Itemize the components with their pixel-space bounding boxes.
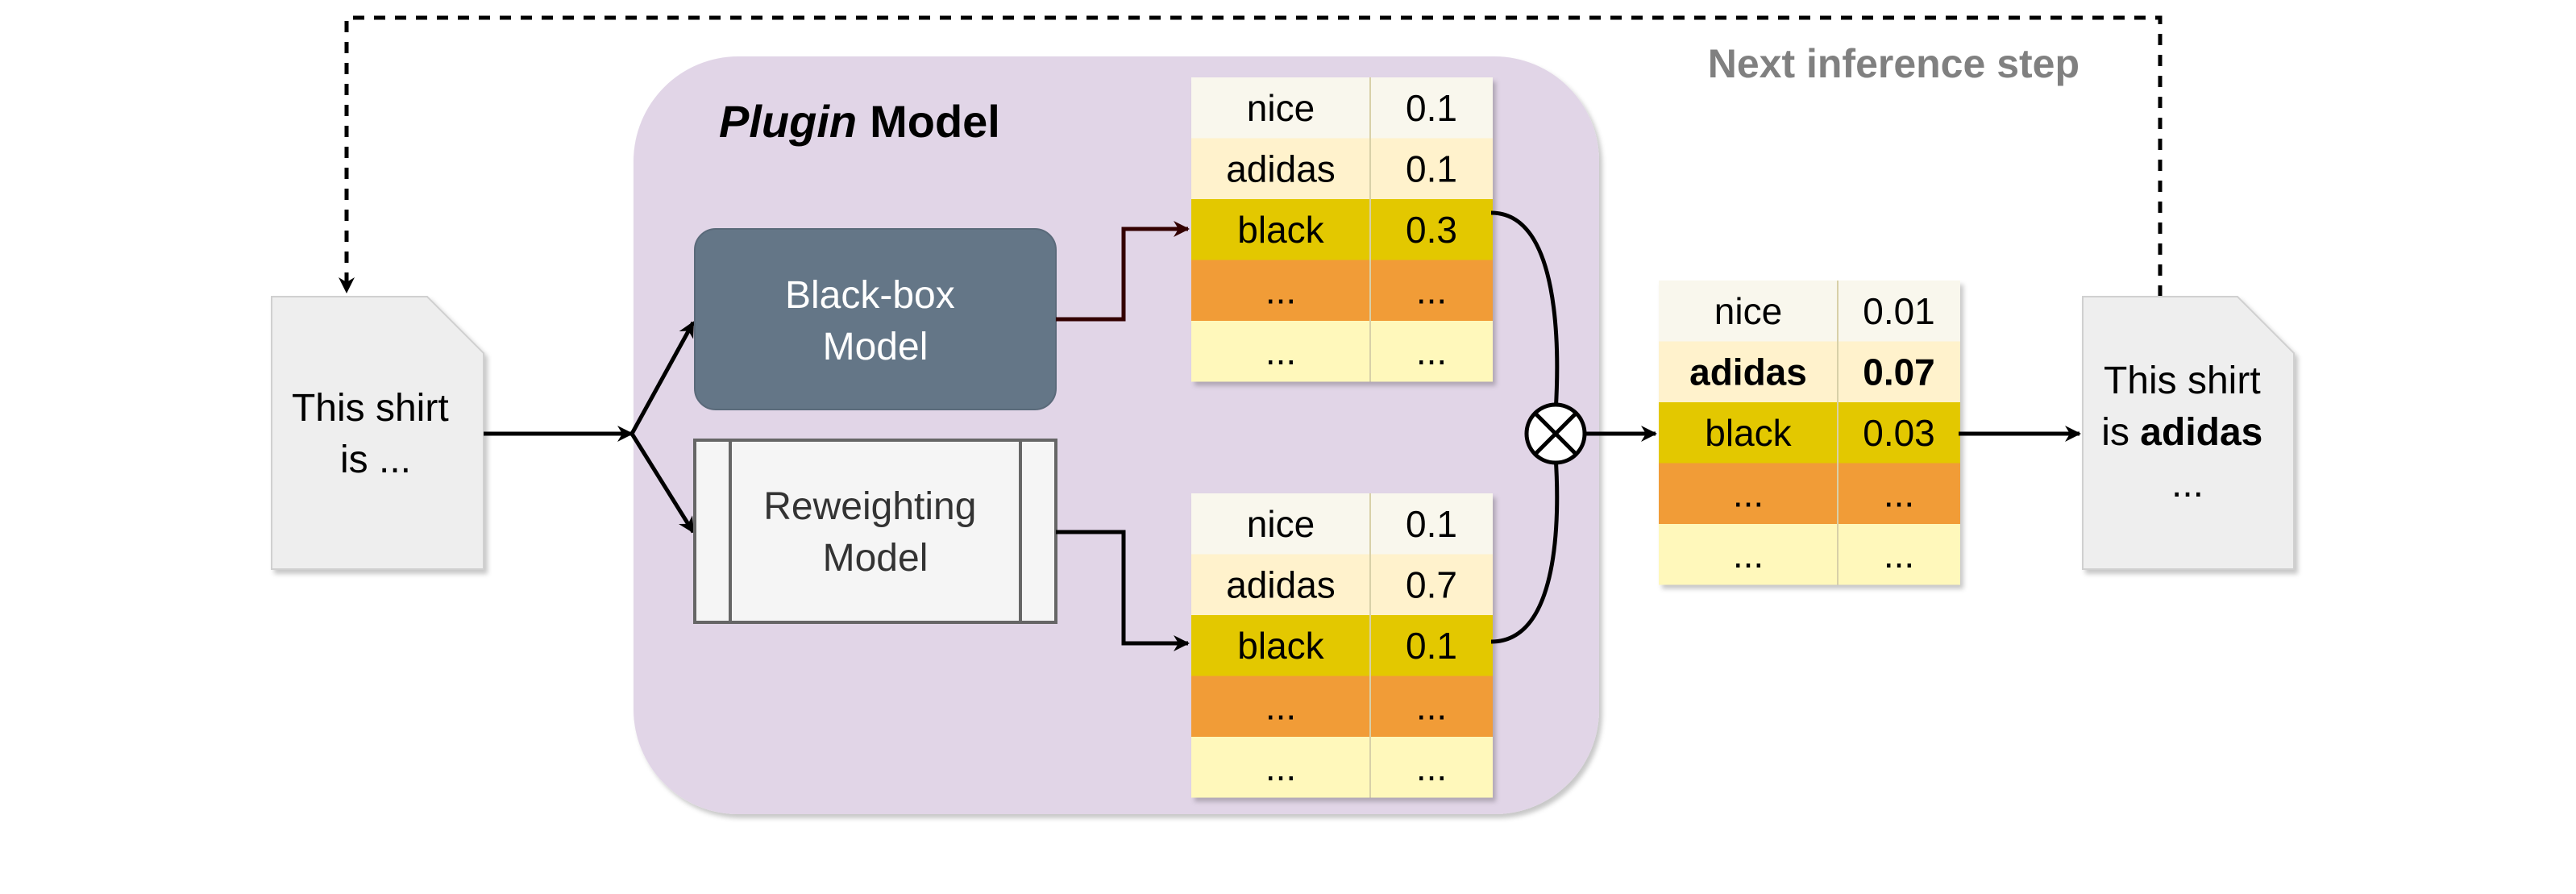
blackbox-label-line2: Model (823, 326, 929, 368)
blackbox-to-multiply-curve (1490, 210, 1560, 414)
reweighting-probability-table: nice 0.1 adidas 0.7 black 0.1............ (1191, 493, 1493, 798)
reweighting-to-multiply-curve (1490, 455, 1560, 644)
token-cell: ... (1265, 331, 1296, 372)
blackbox-model-label: Black-box Model (785, 274, 966, 368)
table-row-background (1191, 493, 1493, 555)
output-document-text: This shirt is adidas ... (2101, 360, 2273, 505)
output-doc-line1: This shirt (2104, 360, 2261, 402)
input-doc-line1: This shirt (292, 387, 449, 430)
output-doc-line2-bold: adidas (2140, 411, 2262, 454)
probability-cell: ... (1416, 331, 1447, 372)
blackbox-model-box (694, 228, 1057, 410)
table-row-background (1659, 463, 1960, 524)
reweighting-label-line2: Model (823, 537, 929, 580)
table-row-background (1191, 676, 1493, 737)
probability-cell: 0.03 (1863, 412, 1935, 454)
table-row-background (1191, 554, 1493, 615)
table-row-background (1659, 402, 1960, 464)
circled-times-icon (1524, 402, 1587, 465)
input-document-shape (271, 296, 484, 570)
token-cell: ... (1733, 472, 1764, 514)
combined-probability-table: nice 0.01 adidas 0.07 black 0.03............ (1659, 281, 1960, 585)
table-row-dots2: ...... (1659, 524, 1960, 585)
output-doc-line2: is adidas (2101, 411, 2262, 454)
token-cell: nice (1714, 290, 1782, 332)
table-row-dots1: ...... (1659, 463, 1960, 524)
reweighting-model-label: Reweighting Model (763, 485, 987, 580)
probability-cell: ... (1884, 534, 1914, 576)
token-cell: ... (1265, 269, 1296, 311)
table-row-black: black 0.3 (1191, 199, 1493, 260)
probability-cell: 0.1 (1406, 503, 1457, 545)
token-cell: black (1705, 412, 1792, 454)
output-doc-line2-prefix: is (2101, 411, 2140, 454)
blackbox-label-line1: Black-box (785, 274, 955, 317)
output-doc-line3: ... (2171, 463, 2204, 505)
next-inference-step-label: Next inference step (1708, 41, 2079, 86)
table-row-background (1659, 341, 1960, 402)
next-inference-loop-arrow (339, 15, 2163, 297)
table-row-background (1191, 199, 1493, 260)
probability-cell: ... (1884, 472, 1914, 514)
reweighting-label-line1: Reweighting (763, 485, 976, 528)
plugin-title-rest: Model (870, 96, 1000, 147)
table-row-dots2: ...... (1191, 737, 1493, 798)
input-document-text: This shirt is ... (292, 387, 459, 481)
probability-cell: ... (1416, 685, 1447, 727)
blackbox-to-table-arrow (1056, 221, 1190, 322)
token-cell: ... (1733, 534, 1764, 576)
table-row-black: black 0.1 (1191, 615, 1493, 676)
probability-cell: 0.07 (1863, 351, 1935, 393)
token-cell: black (1237, 625, 1324, 667)
table-row-black: black 0.03 (1659, 402, 1960, 464)
table-row-dots1: ...... (1191, 260, 1493, 321)
token-cell: adidas (1226, 563, 1336, 605)
plugin-model-title: Plugin Model (719, 96, 1000, 147)
table-row-background (1191, 615, 1493, 676)
token-cell: ... (1265, 685, 1296, 727)
table-row-background (1659, 281, 1960, 342)
table-row-adidas: adidas 0.07 (1659, 341, 1960, 402)
table-row-background (1191, 77, 1493, 139)
table-row-background (1191, 138, 1493, 199)
input-doc-line2: is ... (340, 439, 411, 481)
probability-cell: 0.1 (1406, 87, 1457, 129)
plugin-title-italic: Plugin (719, 96, 857, 147)
output-document-shape (2082, 296, 2295, 570)
split-to-reweighting-arrow (629, 432, 696, 534)
split-to-blackbox-arrow (629, 321, 696, 435)
probability-cell: 0.01 (1863, 290, 1935, 332)
token-cell: adidas (1689, 351, 1807, 393)
table-row-background (1191, 260, 1493, 321)
table-row-nice: nice 0.1 (1191, 77, 1493, 139)
table-row-nice: nice 0.01 (1659, 281, 1960, 342)
token-cell: ... (1265, 746, 1296, 788)
table-row-adidas: adidas 0.7 (1191, 554, 1493, 615)
table-row-background (1659, 524, 1960, 585)
table-row-dots2: ...... (1191, 321, 1493, 382)
probability-cell: ... (1416, 269, 1447, 311)
table-row-background (1191, 737, 1493, 798)
token-cell: adidas (1226, 148, 1336, 189)
token-cell: black (1237, 209, 1324, 251)
table-row-nice: nice 0.1 (1191, 493, 1493, 555)
probability-cell: 0.3 (1406, 209, 1457, 251)
table-row-adidas: adidas 0.1 (1191, 138, 1493, 199)
token-cell: nice (1247, 503, 1315, 545)
reweighting-model-box (693, 439, 1057, 624)
table-row-dots1: ...... (1191, 676, 1493, 737)
probability-cell: 0.7 (1406, 563, 1457, 605)
probability-cell: 0.1 (1406, 148, 1457, 189)
blackbox-probability-table: nice 0.1 adidas 0.1 black 0.3............ (1191, 77, 1493, 382)
table-row-background (1191, 321, 1493, 382)
reweighting-to-table-arrow (1056, 530, 1190, 651)
probability-cell: 0.1 (1406, 625, 1457, 667)
probability-cell: ... (1416, 746, 1447, 788)
token-cell: nice (1247, 87, 1315, 129)
